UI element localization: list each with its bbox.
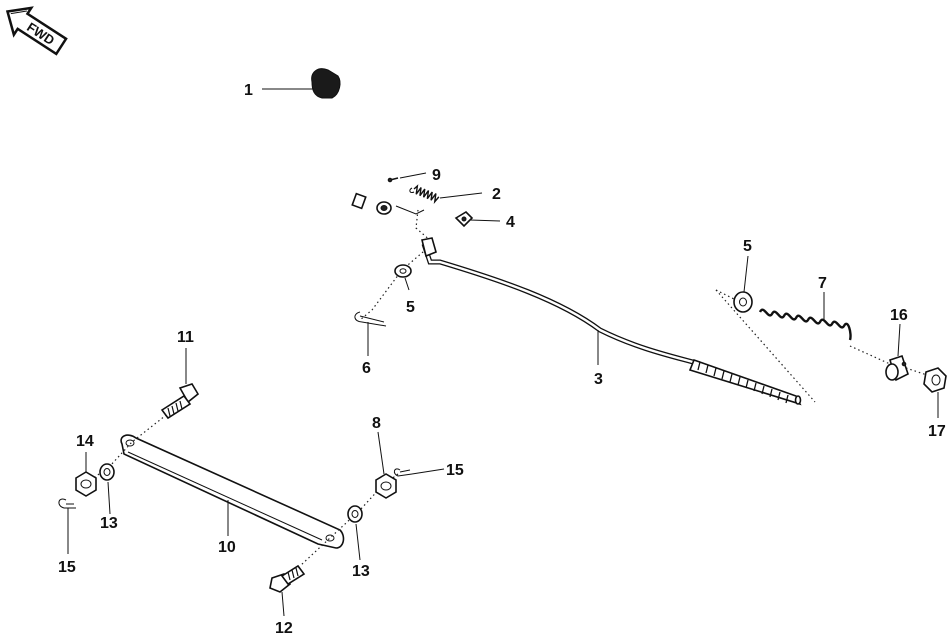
callout-10: 10 <box>218 539 236 556</box>
callout-13a: 13 <box>100 515 118 532</box>
washer-5b <box>733 291 753 313</box>
callout-17: 17 <box>928 423 946 440</box>
pin-9 <box>387 177 399 183</box>
callout-15a: 15 <box>58 559 76 576</box>
callout-12: 12 <box>275 620 293 635</box>
washer-5a <box>394 264 412 278</box>
rod-thread <box>688 358 802 406</box>
callout-8: 8 <box>372 415 381 432</box>
clip-15a <box>58 498 76 509</box>
callout-16: 16 <box>890 307 908 324</box>
washer-13a <box>99 463 115 481</box>
callout-5a: 5 <box>406 299 415 316</box>
callout-14: 14 <box>76 433 94 450</box>
bolt-12 <box>269 564 306 593</box>
clip-15b <box>393 468 413 477</box>
callout-4: 4 <box>506 214 515 231</box>
bolt-11 <box>160 383 200 420</box>
leader-lines <box>67 88 939 617</box>
callout-11: 11 <box>177 329 194 346</box>
spring-7 <box>758 308 852 341</box>
nut-17 <box>923 367 947 393</box>
callout-13b: 13 <box>352 563 370 580</box>
washer-13b <box>347 505 363 523</box>
callout-6: 6 <box>362 360 371 377</box>
callout-15b: 15 <box>446 462 464 479</box>
pedal-clamp <box>351 192 367 210</box>
pedal-pad <box>311 68 341 99</box>
callout-5b: 5 <box>743 238 752 255</box>
nut-8 <box>375 473 397 499</box>
callout-1: 1 <box>244 82 253 99</box>
callout-9: 9 <box>432 167 441 184</box>
callouts: 1 2 3 4 5 5 6 7 8 9 10 11 12 13 13 14 15… <box>58 82 946 635</box>
callout-3: 3 <box>594 371 603 388</box>
clevis-4 <box>454 210 474 228</box>
pedal-arm <box>280 68 425 216</box>
nut-14 <box>75 471 97 497</box>
link-bar-10 <box>120 434 345 549</box>
spring-2 <box>409 184 440 204</box>
hairpin-6 <box>354 311 387 327</box>
callout-7: 7 <box>818 275 827 292</box>
callout-2: 2 <box>492 186 501 203</box>
barrel-16 <box>885 354 909 382</box>
brake-rod <box>421 237 802 406</box>
fwd-arrow-icon: FWD <box>5 6 68 56</box>
